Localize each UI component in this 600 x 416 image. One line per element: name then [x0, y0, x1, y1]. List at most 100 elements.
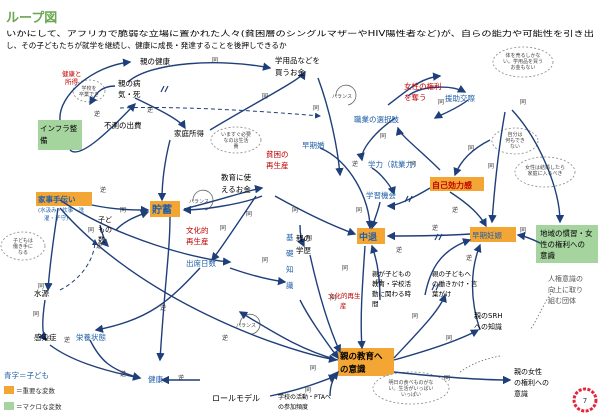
box-infra: [38, 120, 82, 150]
arrow-19: [395, 126, 441, 171]
arrow-17: [386, 231, 471, 241]
edge-labels: 同 逆 逆 同 同 同 同 同 同 同 逆 同 逆 逆 同 逆 同 同 逆 同 …: [33, 57, 526, 394]
node-katei-shotoku: 家庭所得: [174, 128, 204, 138]
arrow-25: [182, 195, 263, 215]
node-kansensho: 感染症: [34, 332, 57, 342]
arrow-51: [99, 224, 109, 247]
loop-marker-b3: [335, 84, 357, 106]
dashed-arrow-2: [59, 239, 98, 291]
edge-same-3: 同: [313, 105, 319, 112]
delay-mark-1: [160, 85, 169, 93]
arrow-52: [115, 210, 150, 231]
arrow-29: [156, 216, 171, 362]
node-kenko: 健康: [148, 374, 163, 384]
node-kodomo-line1: 子ど: [98, 216, 112, 224]
delay-mark-4: [431, 283, 440, 291]
edge-reverse-5: 逆: [432, 224, 438, 232]
node-sokikon: 早期婚: [302, 140, 325, 150]
edge-same-24: 同: [446, 335, 452, 342]
node-gakushuhin-line2: 買うお金: [275, 67, 305, 77]
loop-marker-labels: バランス バランス バランス: [189, 94, 352, 329]
arrow-24: [183, 185, 264, 210]
box-chiiki-kanshu: [536, 225, 598, 263]
bubble-kodomo-line3: なる: [18, 249, 28, 256]
node-oya-hatarakikake-line3: 葉がけ: [432, 289, 452, 298]
node-oya-kyoiku-line2: の意識: [340, 364, 366, 375]
bubble-ashita-line2: い。生活がいっぱい: [388, 385, 433, 392]
dotted-links: [459, 287, 556, 373]
edge-reverse-3: 逆: [352, 160, 358, 168]
node-oya-ga-kodomo-line4: 間: [372, 300, 379, 308]
node-kodomo-line2: もの: [98, 226, 112, 234]
edge-same-23: 同: [412, 313, 418, 320]
edge-same-27: 同: [305, 387, 311, 394]
node-oya-kyoiku-line1: 親の教育へ: [340, 351, 383, 362]
arrow-9: [387, 72, 442, 106]
node-bunka-2-line1: 文化的再生: [328, 291, 361, 300]
box-soki-ninshin: [470, 227, 516, 242]
arrow-15: [319, 147, 375, 230]
delay-mark-3: [434, 233, 443, 241]
arrow-26: [274, 195, 357, 236]
node-eiyo: 栄養状態: [76, 332, 106, 342]
subtitle-line-1: いかにして、アフリカで脆弱な立場に置かれた人々(貧困層のシングルマザーやHIV陽…: [6, 28, 594, 38]
arrow-27: [211, 195, 257, 262]
arrow-14: [369, 201, 381, 230]
arrow-1: [127, 62, 272, 83]
bubble-seikatsuhi-line3: 費: [233, 143, 238, 150]
node-engo-koryu: 援助交際: [445, 93, 475, 103]
arrow-7: [209, 70, 306, 131]
node-hinkon-line1: 貧困の: [266, 149, 289, 159]
bubble-ashita-tabemono: [372, 371, 450, 405]
node-infra-line1: インフラ整: [40, 123, 78, 133]
node-kaji-line3: 濯・子守): [44, 214, 68, 222]
arrow-13: [371, 167, 396, 196]
node-oya-byoki-line1: 親の病: [118, 78, 141, 88]
node-kodomo-line3: 数: [98, 235, 105, 244]
edge-same-5: 同: [520, 99, 526, 106]
node-kyoiku-okane-line1: 教育に使: [221, 172, 251, 182]
delay-mark-2: [404, 195, 413, 203]
arrow-49: [59, 199, 232, 266]
sdg-wheel-icon: [572, 387, 598, 413]
node-jinken-line3: 組む団体: [548, 296, 576, 305]
legend-blue-text: 青字＝子ども: [4, 370, 49, 380]
box-jiko-koryokukan: [430, 177, 484, 191]
arrow-10: [407, 85, 467, 97]
edge-same-10: 同: [520, 227, 526, 234]
node-oya-hatarakikake-line2: の働きかけ・言: [432, 279, 478, 288]
node-gakko-line1: 学校の活動・PTAへ: [278, 393, 331, 401]
edge-reverse-13: 逆: [396, 246, 402, 254]
arrow-31: [38, 299, 47, 342]
bubble-ashita-line1: 明日の食べものがな: [388, 379, 433, 386]
arrow-23: [453, 139, 491, 177]
arrow-37: [309, 254, 341, 354]
dotted-link-2: [459, 355, 501, 373]
node-bunka-1-line2: 再生産: [186, 236, 209, 246]
arrow-40: [393, 329, 480, 361]
bubble-karada-uru: [492, 46, 554, 78]
node-oya-josei-line2: の権利への: [514, 378, 549, 387]
bubble-gakkou-line1: 学校を: [81, 85, 96, 92]
edge-same-12: 同: [88, 227, 94, 234]
node-kiso-1: 基: [286, 232, 294, 242]
arrow-47: [269, 374, 338, 397]
loop-label-b4: バランス: [236, 323, 256, 329]
node-jinken-line2: 向上に取り: [548, 285, 583, 294]
node-oya-ga-kodomo-line1: 親が子どもの: [372, 269, 411, 278]
delay-marks: [160, 85, 443, 291]
node-shusseki: 出席日数: [186, 258, 216, 268]
node-oya-srh-line1: 親のSRH: [474, 311, 503, 320]
bubble-karada-line2: い。学用品を買う: [503, 58, 543, 65]
loop-markers: [192, 84, 357, 335]
page-title: ループ図: [6, 11, 57, 26]
dashed-arrows: [59, 106, 321, 291]
dotted-link-1: [529, 287, 556, 331]
bubble-nanimo-line3: ない: [510, 143, 520, 150]
bubble-seikatsuhi: [210, 126, 262, 154]
bubble-seikatsuhi-line1: いますぐ必要: [221, 131, 251, 138]
bubble-karada-line1: 体を売るしかな: [505, 52, 540, 59]
node-oya-gakureki-line1: 親の: [296, 233, 311, 243]
node-suigen: 水源: [34, 288, 49, 298]
